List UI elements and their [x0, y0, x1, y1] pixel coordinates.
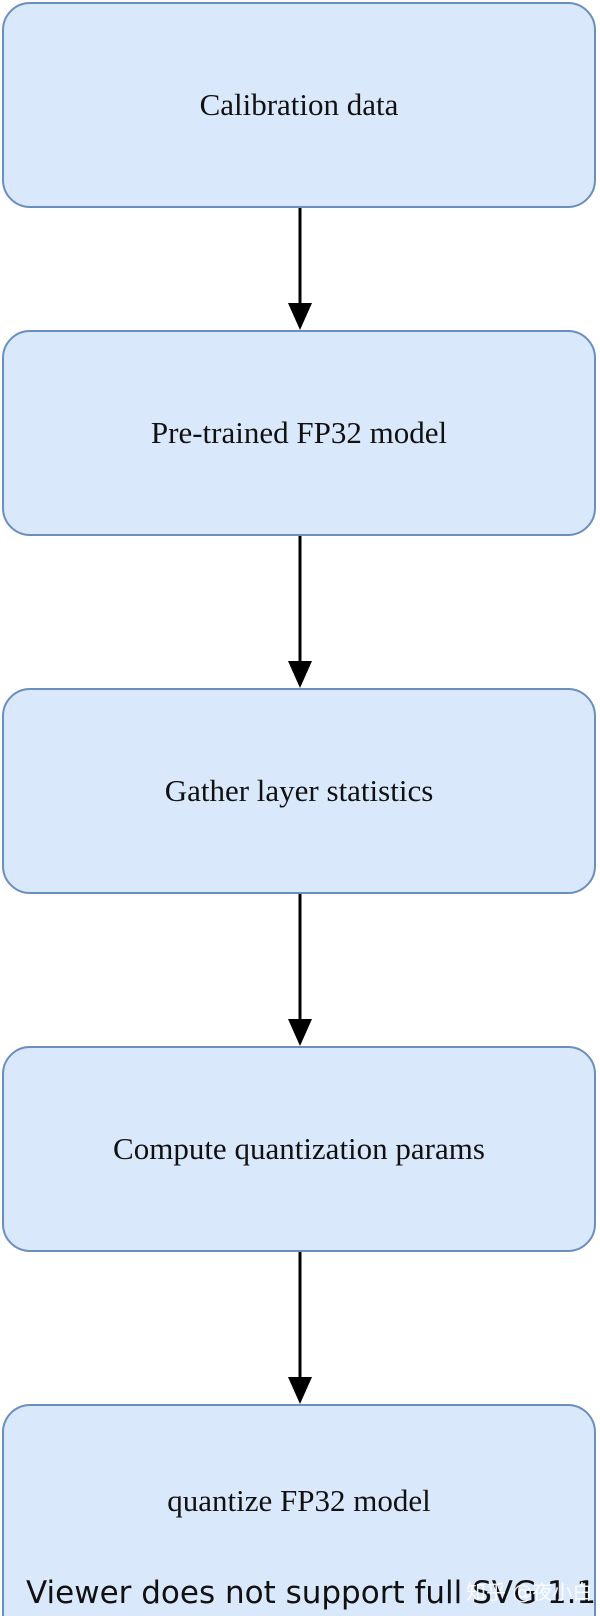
node-label: Gather layer statistics: [164, 773, 434, 809]
edge-n2-n3: [288, 536, 312, 688]
node-label: Calibration data: [199, 87, 399, 123]
edge-n3-n4: [288, 894, 312, 1046]
node-quantize-fp32-model: quantize FP32 model: [2, 1404, 596, 1616]
node-label: quantize FP32 model: [167, 1483, 431, 1519]
node-label: Pre-trained FP32 model: [150, 415, 448, 451]
viewer-notice: Viewer does not support full SVG 1.1: [26, 1575, 597, 1611]
node-compute-quantization-params: Compute quantization params: [2, 1046, 596, 1252]
node-pretrained-fp32-model: Pre-trained FP32 model: [2, 330, 596, 536]
node-calibration-data: Calibration data: [2, 2, 596, 208]
node-label: Compute quantization params: [113, 1131, 485, 1167]
edge-n4-n5: [288, 1252, 312, 1404]
watermark: 知乎 @夜小白: [466, 1580, 593, 1604]
node-gather-layer-statistics: Gather layer statistics: [2, 688, 596, 894]
edge-n1-n2: [288, 208, 312, 330]
